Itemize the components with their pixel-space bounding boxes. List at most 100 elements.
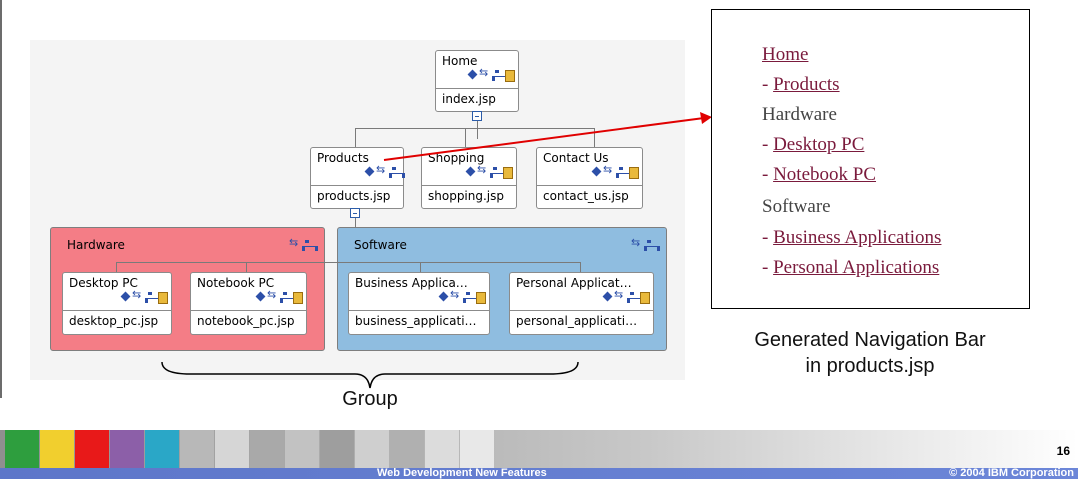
diamond-icon bbox=[365, 167, 375, 177]
arrows-icon bbox=[450, 288, 461, 302]
connector bbox=[477, 109, 478, 139]
collapse-icon[interactable] bbox=[350, 208, 360, 218]
node-title: Shopping bbox=[428, 151, 485, 165]
footer-tile bbox=[40, 430, 74, 468]
document-icon bbox=[292, 292, 303, 304]
node-icons bbox=[256, 288, 303, 304]
node-file: notebook_pc.jsp bbox=[197, 314, 295, 328]
connector bbox=[116, 262, 246, 263]
page-node-contact-us[interactable]: Contact Us contact_us.jsp bbox=[536, 147, 643, 209]
node-title: Home bbox=[442, 54, 478, 68]
node-file: index.jsp bbox=[442, 92, 496, 106]
document-icon bbox=[628, 167, 639, 179]
site-tree-icon bbox=[463, 292, 479, 303]
navbar-item-notebook-pc[interactable]: - Notebook PC bbox=[762, 164, 877, 185]
node-icons bbox=[468, 66, 515, 82]
node-file: business_applicati… bbox=[355, 314, 477, 328]
page-node-desktop-pc[interactable]: Desktop PC desktop_pc.jsp bbox=[62, 272, 172, 335]
footer-tile bbox=[145, 430, 179, 468]
document-icon bbox=[502, 167, 513, 179]
footer-bar bbox=[0, 468, 1078, 479]
footer-copyright: © 2004 IBM Corporation bbox=[949, 467, 1074, 479]
footer-image-tile bbox=[425, 430, 459, 468]
document-icon bbox=[157, 292, 168, 304]
navbar-item-home[interactable]: Home bbox=[762, 44, 809, 65]
node-divider bbox=[422, 185, 516, 186]
node-icons bbox=[121, 288, 168, 304]
diamond-icon bbox=[439, 292, 449, 302]
node-icons bbox=[466, 163, 513, 179]
node-file: desktop_pc.jsp bbox=[69, 314, 159, 328]
node-icons bbox=[592, 163, 639, 179]
node-file: shopping.jsp bbox=[428, 189, 505, 203]
arrows-icon bbox=[132, 288, 143, 302]
navbar-caption-line2: in products.jsp bbox=[805, 355, 935, 377]
connector bbox=[246, 262, 580, 263]
footer-tile bbox=[5, 430, 39, 468]
footer-image-tile bbox=[355, 430, 389, 468]
node-divider bbox=[436, 88, 518, 89]
group-icons bbox=[289, 236, 318, 251]
node-title: Personal Applicat… bbox=[516, 276, 632, 290]
document-icon bbox=[504, 70, 515, 82]
navbar-item-business-applications[interactable]: - Business Applications bbox=[762, 227, 942, 248]
connector bbox=[465, 128, 466, 147]
footer-image-tile bbox=[215, 430, 249, 468]
arrows-icon bbox=[376, 163, 387, 177]
site-tree-icon bbox=[389, 167, 405, 178]
arrows-icon bbox=[603, 163, 614, 177]
arrows-icon bbox=[631, 236, 642, 250]
footer-tile bbox=[110, 430, 144, 468]
page-number: 16 bbox=[1056, 444, 1070, 458]
navbar-item-personal-applications[interactable]: - Personal Applications bbox=[762, 257, 940, 278]
connector bbox=[246, 262, 247, 272]
site-tree-icon bbox=[616, 167, 632, 178]
navbar-item-desktop-pc[interactable]: - Desktop PC bbox=[762, 134, 865, 155]
node-title: Products bbox=[317, 151, 369, 165]
footer-title: Web Development New Features bbox=[377, 467, 547, 479]
node-divider bbox=[510, 310, 653, 311]
footer-image-tile bbox=[180, 430, 214, 468]
curly-brace bbox=[161, 361, 579, 389]
node-icons bbox=[365, 163, 405, 178]
arrows-icon bbox=[477, 163, 488, 177]
node-divider bbox=[63, 310, 171, 311]
navbar-item-products[interactable]: - Products bbox=[762, 74, 840, 95]
group-title: Hardware bbox=[67, 238, 125, 252]
site-tree-icon bbox=[302, 240, 318, 251]
node-file: contact_us.jsp bbox=[543, 189, 629, 203]
arrows-icon bbox=[479, 66, 490, 80]
footer-image-tile bbox=[285, 430, 319, 468]
node-title: Desktop PC bbox=[69, 276, 138, 290]
diamond-icon bbox=[256, 292, 266, 302]
connector bbox=[116, 262, 117, 272]
diamond-icon bbox=[592, 167, 602, 177]
arrows-icon bbox=[614, 288, 625, 302]
node-title: Notebook PC bbox=[197, 276, 275, 290]
footer-band bbox=[0, 430, 1078, 468]
node-icons bbox=[439, 288, 486, 304]
group-icons bbox=[631, 236, 660, 251]
page-node-products[interactable]: Products products.jsp bbox=[310, 147, 405, 209]
site-tree-icon bbox=[280, 292, 296, 303]
node-file: products.jsp bbox=[317, 189, 391, 203]
navbar-item-hardware: Hardware bbox=[762, 104, 837, 125]
connector bbox=[355, 128, 356, 147]
pointer-arrow bbox=[383, 112, 712, 161]
collapse-icon[interactable] bbox=[472, 111, 482, 121]
node-title: Business Applica… bbox=[355, 276, 468, 290]
page-node-personal-applications[interactable]: Personal Applicat… personal_applicati… bbox=[509, 272, 654, 335]
node-icons bbox=[603, 288, 650, 304]
page-node-home[interactable]: Home index.jsp bbox=[435, 50, 519, 112]
connector bbox=[355, 128, 595, 129]
diamond-icon bbox=[603, 292, 613, 302]
navbar-caption-line1: Generated Navigation Bar bbox=[754, 329, 986, 351]
node-file: personal_applicati… bbox=[516, 314, 638, 328]
group-title: Software bbox=[354, 238, 407, 252]
page-node-notebook-pc[interactable]: Notebook PC notebook_pc.jsp bbox=[190, 272, 307, 335]
node-divider bbox=[311, 185, 403, 186]
footer-image-tile bbox=[250, 430, 284, 468]
arrows-icon bbox=[289, 236, 300, 250]
page-node-shopping[interactable]: Shopping shopping.jsp bbox=[421, 147, 517, 209]
page-node-business-applications[interactable]: Business Applica… business_applicati… bbox=[348, 272, 490, 335]
